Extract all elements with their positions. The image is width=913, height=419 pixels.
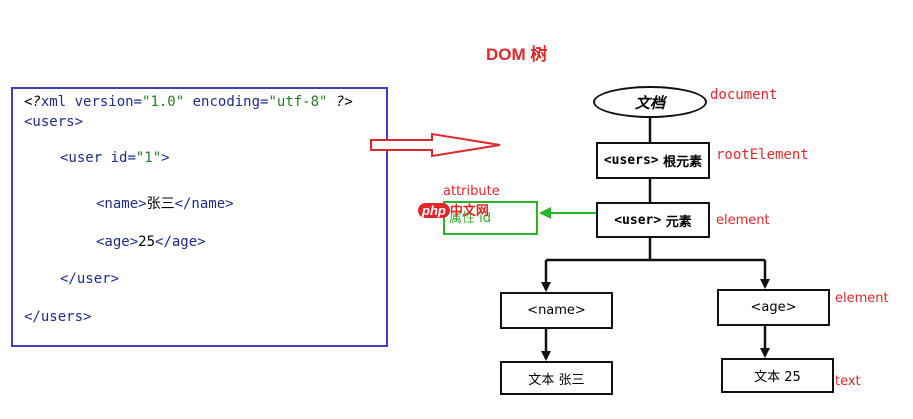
xml-source-box: <?xml version="1.0" encoding="utf-8" ?> … [11, 87, 388, 347]
attribute-node-text: 属性 id [449, 211, 491, 226]
xml-decl-open: <? [24, 94, 41, 110]
xml-users-open: <users> [24, 114, 84, 130]
watermark-site: 中文网 [449, 203, 489, 218]
xml-name-text: 张三 [146, 196, 175, 212]
root-element-label: rootElement [716, 147, 809, 163]
document-label: document [710, 87, 778, 103]
xml-name-close: </name> [174, 196, 234, 212]
watermark-badge: php [418, 203, 450, 218]
diagram-title: DOM 树 [486, 45, 548, 64]
age-text-node: 文本 25 [721, 358, 834, 393]
user-element-node: <user> 元素 [596, 202, 710, 238]
xml-users-close: </users> [24, 309, 92, 325]
xml-user-id-key: id= [102, 150, 136, 166]
xml-declaration-line: <?xml version="1.0" encoding="utf-8" ?> [24, 94, 353, 110]
age-element-label: element [835, 291, 889, 306]
text-label: text [835, 374, 861, 389]
xml-decl-name: xml [40, 94, 67, 110]
root-element-text: 根元素 [663, 155, 703, 170]
xml-age-open: <age> [96, 234, 139, 250]
attribute-label: attribute [443, 184, 500, 199]
transform-arrow [370, 132, 501, 158]
user-element-text: 元素 [665, 214, 692, 230]
name-element-node: <name> [500, 292, 613, 329]
name-text-node: 文本 张三 [500, 361, 613, 395]
xml-user-open-line: <user id="1"> [60, 150, 170, 166]
xml-decl-close: ?> [327, 94, 353, 110]
root-element-node: <users> 根元素 [596, 142, 710, 179]
xml-user-tag: <user [60, 150, 103, 166]
xml-decl-encoding-value: "utf-8" [268, 94, 328, 110]
root-element-tag: <users> [603, 153, 659, 168]
xml-user-close: </user> [60, 271, 120, 287]
xml-age-line: <age>25</age> [96, 234, 206, 250]
xml-age-text: 25 [138, 234, 156, 250]
xml-decl-version-key: version= [66, 94, 143, 110]
user-element-tag: <user> [614, 212, 662, 228]
xml-name-open: <name> [96, 196, 147, 212]
attribute-node: 属性 id [443, 201, 538, 235]
xml-name-line: <name>张三</name> [96, 193, 234, 213]
xml-age-close: </age> [155, 234, 206, 250]
document-node: 文档 [593, 86, 707, 118]
xml-decl-version-value: "1.0" [142, 94, 185, 110]
user-element-label: element [716, 213, 770, 228]
xml-user-tag-end: > [161, 150, 170, 166]
xml-decl-encoding-key: encoding= [184, 94, 269, 110]
xml-user-id-value: "1" [135, 150, 162, 166]
age-element-node: <age> [717, 289, 830, 326]
